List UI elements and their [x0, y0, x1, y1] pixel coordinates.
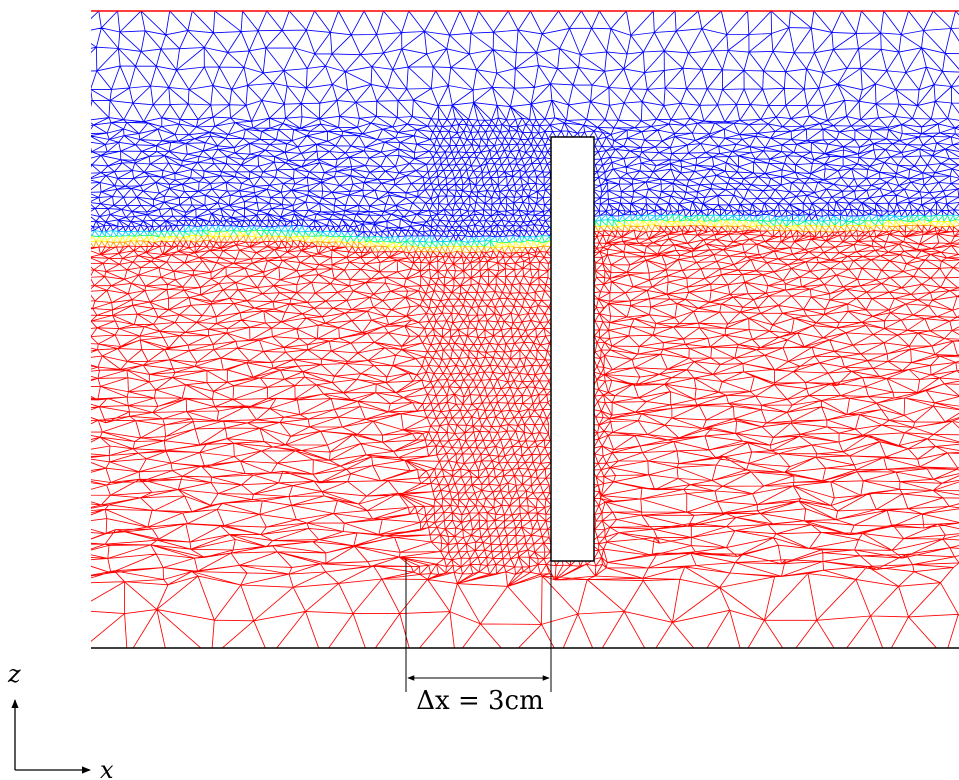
x-axis-label: x	[100, 756, 114, 780]
mesh-edges	[91, 224, 959, 254]
dimension-label: Δx = 3cm	[416, 686, 544, 716]
mesh-edges	[91, 11, 959, 242]
mesh-edges	[91, 224, 959, 648]
vertical-plate	[550, 136, 595, 562]
mesh-edges	[91, 214, 959, 244]
triangular-mesh	[91, 11, 959, 648]
dimension-annotation: Δx = 3cm	[405, 559, 552, 716]
z-axis-label: z	[7, 660, 21, 688]
axis-indicator: z x	[7, 660, 114, 780]
mesh-edges	[91, 219, 959, 252]
mesh-edges	[91, 214, 959, 248]
